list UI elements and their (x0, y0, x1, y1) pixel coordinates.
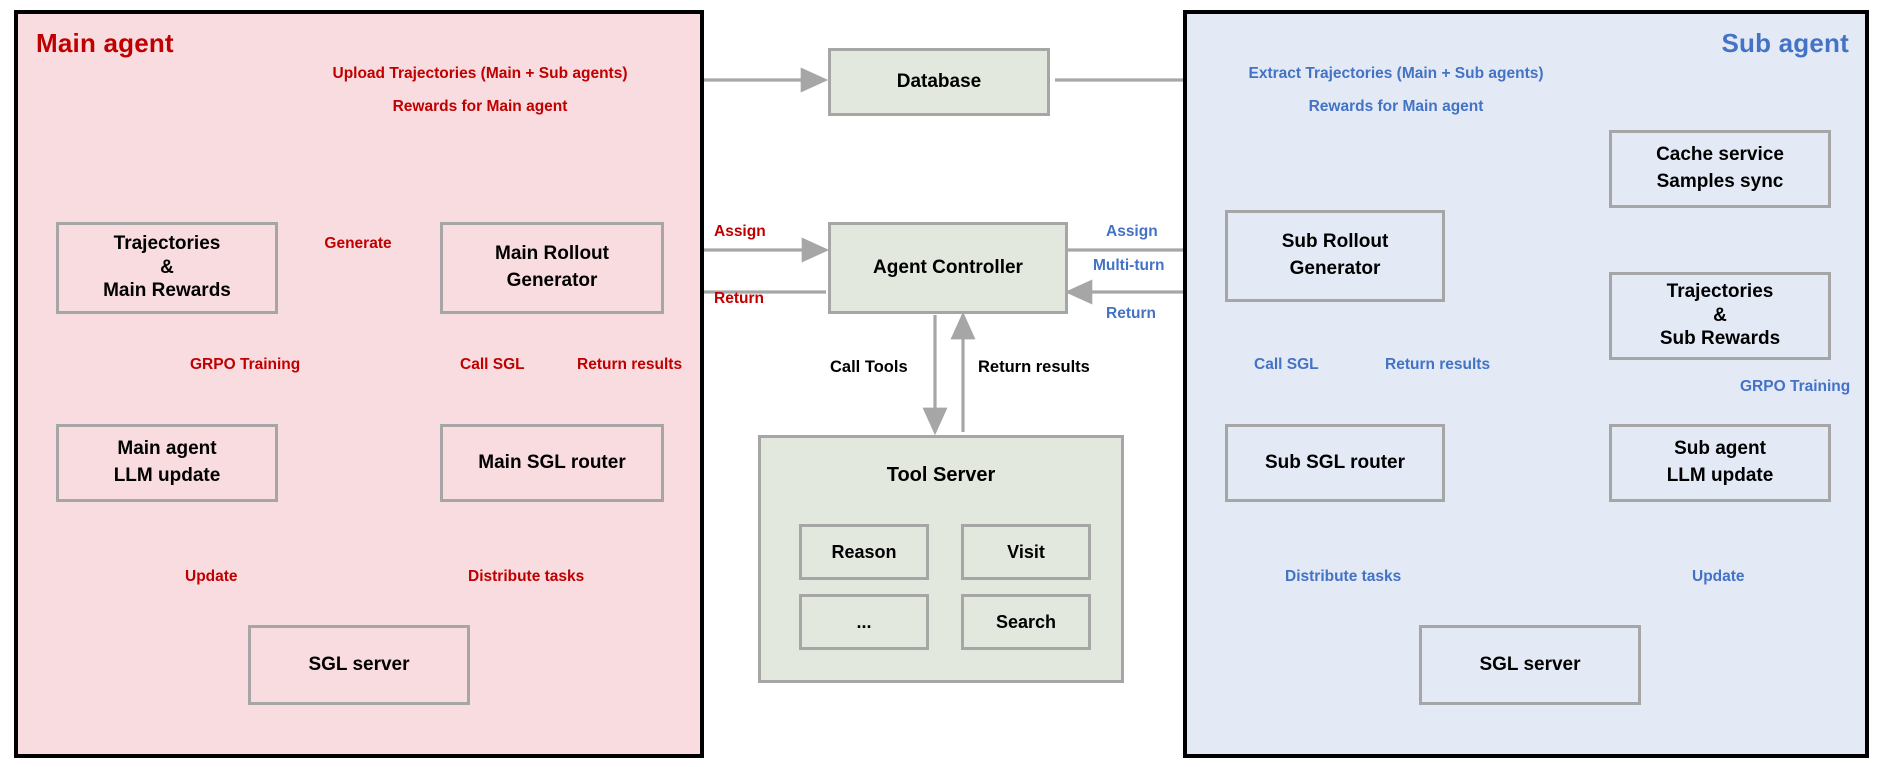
box-main-rollout-generator[interactable]: Main Rollout Generator (440, 222, 664, 314)
box-main-trajectories-rewards[interactable]: Trajectories & Main Rewards (56, 222, 278, 314)
box-line: Main SGL router (478, 451, 626, 473)
box-main-sgl-router[interactable]: Main SGL router (440, 424, 664, 502)
label-update-main: Update (185, 568, 238, 585)
box-line: LLM update (113, 465, 221, 486)
box-line: Agent Controller (873, 256, 1023, 278)
box-sub-sgl-server[interactable]: SGL server (1419, 625, 1641, 705)
box-sub-llm-update[interactable]: Sub agent LLM update (1609, 424, 1831, 502)
label-generate: Generate (324, 235, 392, 252)
tool-label: Search (995, 611, 1057, 632)
box-main-llm-update[interactable]: Main agent LLM update (56, 424, 278, 502)
box-line: LLM update (1666, 465, 1774, 486)
box-line: Sub Rollout (1281, 231, 1389, 253)
label-grpo-training-sub: GRPO Training (1740, 378, 1851, 395)
box-cache-service[interactable]: Cache service Samples sync (1609, 130, 1831, 208)
label-call-tools: Call Tools (830, 358, 908, 376)
label-update-sub: Update (1692, 568, 1745, 585)
label-return-sub: Return (1106, 305, 1156, 322)
box-database[interactable]: Database (828, 48, 1050, 116)
tool-label: Reason (831, 541, 897, 562)
label-return-main: Return (714, 290, 764, 307)
box-line: & (160, 257, 174, 279)
label-call-sgl-sub: Call SGL (1254, 356, 1319, 373)
box-agent-controller[interactable]: Agent Controller (828, 222, 1068, 314)
label-rewards-for-main-agent-left: Rewards for Main agent (392, 98, 568, 115)
tool-reason[interactable]: Reason (799, 524, 929, 580)
label-return-results-sub: Return results (1385, 356, 1491, 373)
box-line: Generator (506, 270, 598, 291)
label-grpo-training-main: GRPO Training (190, 356, 301, 373)
label-call-sgl-main: Call SGL (460, 356, 525, 373)
box-line: & (1713, 305, 1727, 327)
label-rewards-for-main-agent-right: Rewards for Main agent (1308, 98, 1484, 115)
box-main-sgl-server[interactable]: SGL server (248, 625, 470, 705)
box-line: Main Rewards (103, 279, 231, 301)
box-line: Main agent (117, 438, 217, 460)
sub-agent-title: Sub agent (1721, 28, 1849, 58)
label-return-results-tools: Return results (978, 358, 1090, 376)
box-line: Trajectories (113, 233, 221, 255)
tool-label: ... (856, 611, 872, 632)
box-line: Generator (1289, 258, 1381, 279)
label-upload-trajectories: Upload Trajectories (Main + Sub agents) (332, 65, 628, 82)
tool-more[interactable]: ... (799, 594, 929, 650)
label-distribute-tasks-sub: Distribute tasks (1285, 568, 1402, 585)
tool-visit[interactable]: Visit (961, 524, 1091, 580)
label-distribute-tasks-main: Distribute tasks (468, 568, 585, 585)
box-line: Database (896, 70, 982, 92)
box-sub-trajectories-rewards[interactable]: Trajectories & Sub Rewards (1609, 272, 1831, 360)
label-return-results-main: Return results (577, 356, 683, 373)
label-extract-trajectories: Extract Trajectories (Main + Sub agents) (1248, 65, 1544, 82)
box-line: Sub SGL router (1264, 451, 1406, 473)
tool-search[interactable]: Search (961, 594, 1091, 650)
box-line: Main Rollout (495, 243, 609, 265)
box-line: Sub Rewards (1659, 327, 1781, 349)
box-line: SGL server (1479, 653, 1581, 675)
box-line: Sub agent (1674, 438, 1766, 460)
tool-label: Visit (1007, 541, 1045, 562)
box-sub-sgl-router[interactable]: Sub SGL router (1225, 424, 1445, 502)
label-assign-main: Assign (714, 223, 766, 240)
box-line: SGL server (308, 653, 410, 675)
box-sub-rollout-generator[interactable]: Sub Rollout Generator (1225, 210, 1445, 302)
box-line: Cache service (1656, 144, 1784, 166)
box-line: Samples sync (1656, 171, 1784, 192)
box-tool-server[interactable]: Tool Server Reason Visit ... Search (758, 435, 1124, 683)
label-multi-turn: Multi-turn (1093, 257, 1165, 274)
tool-server-title: Tool Server (886, 464, 996, 486)
box-line: Trajectories (1666, 281, 1774, 303)
main-agent-title: Main agent (36, 28, 174, 58)
label-assign-sub: Assign (1106, 223, 1158, 240)
